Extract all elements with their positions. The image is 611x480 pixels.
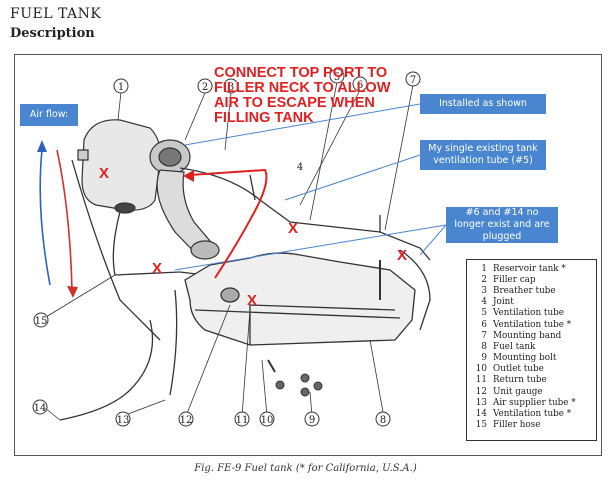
legend-item-label: Ventilation tube * — [493, 319, 572, 330]
legend-item: 2 Filler cap — [471, 274, 594, 285]
legend-item-label: Filler hose — [493, 420, 541, 431]
connect-port-note: CONNECT TOP PORT TO FILLER NECK TO ALLOW… — [214, 65, 391, 126]
legend-item: 13 Air supplier tube * — [471, 397, 594, 408]
callout-5: 5 — [334, 72, 340, 83]
legend-item-label: Air supplier tube * — [493, 397, 576, 408]
legend-item-label: Ventilation tube — [493, 308, 564, 319]
legend-item-number: 2 — [481, 274, 487, 285]
callout-1: 1 — [118, 82, 124, 93]
callout-circles — [32, 68, 421, 427]
legend-item-label: Mounting bolt — [493, 353, 557, 364]
legend-item-number: 7 — [481, 330, 487, 341]
legend-item-label: Mounting band — [493, 330, 562, 341]
diagram-frame — [14, 54, 602, 456]
legend-item: 14 Ventilation tube * — [471, 408, 594, 419]
legend-item-number: 4 — [481, 297, 487, 308]
legend-item: 9 Mounting bolt — [471, 353, 594, 364]
legend-item-label: Joint — [493, 297, 514, 308]
legend-item: 12 Unit gauge — [471, 386, 594, 397]
legend-item-label: Fuel tank — [493, 341, 536, 352]
callout-10: 10 — [261, 415, 274, 426]
callout-7: 7 — [410, 75, 416, 86]
legend-item: 6 Ventilation tube * — [471, 319, 594, 330]
legend-item: 11 Return tube — [471, 375, 594, 386]
legend-item: 4 Joint — [471, 297, 594, 308]
legend-item-number: 3 — [481, 285, 487, 296]
legend-item: 15 Filler hose — [471, 420, 594, 431]
x-mark-tube-14: X — [152, 260, 162, 277]
legend-item: 7 Mounting band — [471, 330, 594, 341]
callout-6: 6 — [357, 80, 363, 91]
x-mark-tube-right: X — [397, 247, 407, 264]
callout-15: 15 — [35, 316, 48, 327]
legend-item-label: Unit gauge — [493, 386, 543, 397]
tubes — [59, 159, 431, 421]
callout-8: 8 — [380, 415, 386, 426]
legend-item-number: 14 — [475, 409, 487, 420]
legend-item-number: 10 — [475, 364, 487, 375]
x-mark-tube-6: X — [288, 220, 298, 237]
filler-hose — [149, 139, 220, 260]
legend-item-number: 11 — [475, 375, 487, 386]
x-mark-tank: X — [247, 292, 257, 309]
plugged-note: #6 and #14 no longer exist and are plugg… — [446, 207, 558, 243]
note-leaders — [174, 103, 447, 271]
single-tube-note: My single existing tank ventilation tube… — [420, 140, 546, 170]
legend-item: 10 Outlet tube — [471, 364, 594, 375]
legend-item-number: 9 — [481, 353, 487, 364]
legend-item-label: Reservoir tank * — [493, 263, 566, 274]
callout-13: 13 — [117, 415, 130, 426]
callout-12: 12 — [180, 415, 193, 426]
callout-9: 9 — [309, 415, 315, 426]
legend-item: 1 Reservoir tank * — [471, 263, 594, 274]
installed-note: Installed as shown — [420, 94, 546, 114]
red-connection — [183, 168, 268, 279]
legend-item-label: Return tube — [493, 375, 547, 386]
reservoir-tank — [77, 119, 161, 214]
callout-14: 14 — [34, 403, 47, 414]
callout-3: 3 — [228, 82, 234, 93]
legend-item-number: 1 — [481, 263, 487, 274]
legend-item-number: 8 — [481, 341, 487, 352]
callout-11: 11 — [236, 415, 249, 426]
legend-item-number: 6 — [481, 319, 487, 330]
legend-item-number: 13 — [475, 397, 487, 408]
mounting-bolts — [267, 359, 323, 397]
legend-item-label: Breather tube — [493, 285, 556, 296]
fuel-tank-body — [184, 252, 416, 346]
legend-item-number: 12 — [475, 386, 487, 397]
legend-item-label: Outlet tube — [493, 364, 544, 375]
callout-2: 2 — [202, 82, 208, 93]
legend-item-number: 5 — [481, 308, 487, 319]
air-flow-arrows — [37, 140, 78, 298]
legend-item: 8 Fuel tank — [471, 341, 594, 352]
legend-item-number: 15 — [475, 420, 487, 431]
air-flow-note: Air flow: — [20, 104, 78, 126]
figure-caption: Fig. FE-9 Fuel tank (* for California, U… — [194, 463, 417, 474]
legend-item-label: Ventilation tube * — [493, 409, 572, 420]
page-title: FUEL TANK — [10, 6, 102, 22]
legend-item: 3 Breather tube — [471, 285, 594, 296]
parts-legend: 1 Reservoir tank * 2 Filler cap 3 Breather tu… — [466, 259, 597, 441]
callout-4: 4 — [297, 162, 303, 173]
legend-item-label: Filler cap — [493, 274, 536, 285]
x-mark-reservoir: X — [99, 165, 109, 182]
legend-item: 5 Ventilation tube — [471, 308, 594, 319]
callout-leaders — [39, 81, 414, 421]
page-subtitle: Description — [10, 26, 95, 41]
